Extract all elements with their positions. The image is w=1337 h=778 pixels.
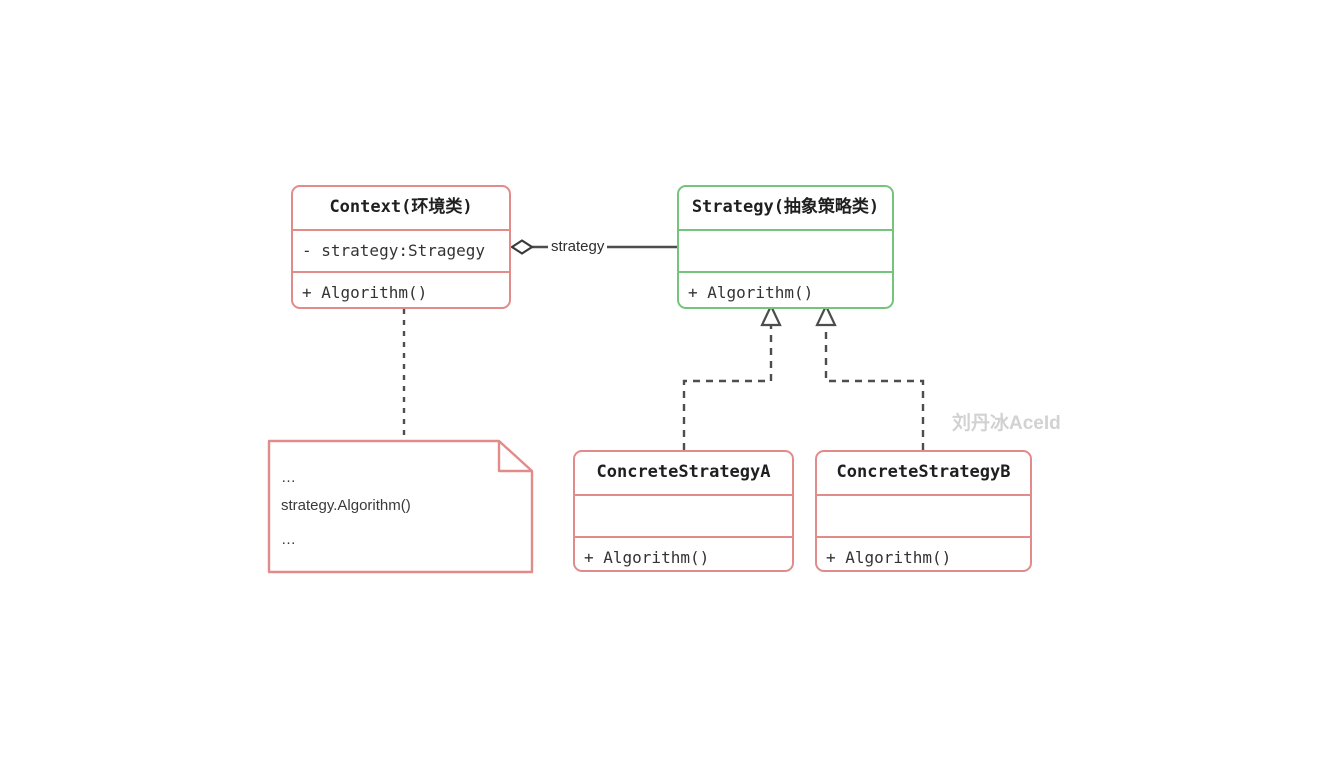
class-name-concrete-strategy-a: ConcreteStrategyA (596, 462, 771, 482)
uml-class-strategy[interactable]: Strategy(抽象策略类) + Algorithm() (677, 185, 894, 309)
class-operations-strategy: + Algorithm() (679, 271, 892, 307)
note-line-3: … (281, 531, 296, 548)
class-name-context: Context(环境类) (329, 197, 473, 217)
watermark-text: 刘丹冰AceId (952, 413, 1061, 434)
edge-realization-concretea-strategy (682, 303, 782, 450)
class-operations-concrete-strategy-a: + Algorithm() (575, 536, 792, 570)
class-operations-concrete-strategy-b: + Algorithm() (817, 536, 1030, 570)
class-name-strategy: Strategy(抽象策略类) (691, 197, 880, 217)
uml-note-context[interactable]: … strategy.Algorithm() … (269, 441, 532, 572)
class-operations-context: + Algorithm() (293, 271, 509, 307)
class-attributes-strategy (679, 229, 892, 271)
note-line-2: strategy.Algorithm() (281, 497, 411, 514)
uml-class-context[interactable]: Context(环境类) - strategy:Stragegy + Algor… (291, 185, 511, 309)
class-name-concrete-strategy-b: ConcreteStrategyB (836, 462, 1011, 482)
edge-label-strategy: strategy (548, 238, 608, 255)
uml-class-concrete-strategy-b[interactable]: ConcreteStrategyB + Algorithm() (815, 450, 1032, 572)
uml-class-concrete-strategy-a[interactable]: ConcreteStrategyA + Algorithm() (573, 450, 794, 572)
class-attributes-context: - strategy:Stragegy (293, 229, 509, 271)
class-attributes-concrete-strategy-b (817, 494, 1030, 536)
note-line-1: … (281, 469, 296, 486)
edge-realization-concreteb-strategy (815, 303, 925, 450)
class-attributes-concrete-strategy-a (575, 494, 792, 536)
hollow-diamond-icon (509, 239, 535, 255)
